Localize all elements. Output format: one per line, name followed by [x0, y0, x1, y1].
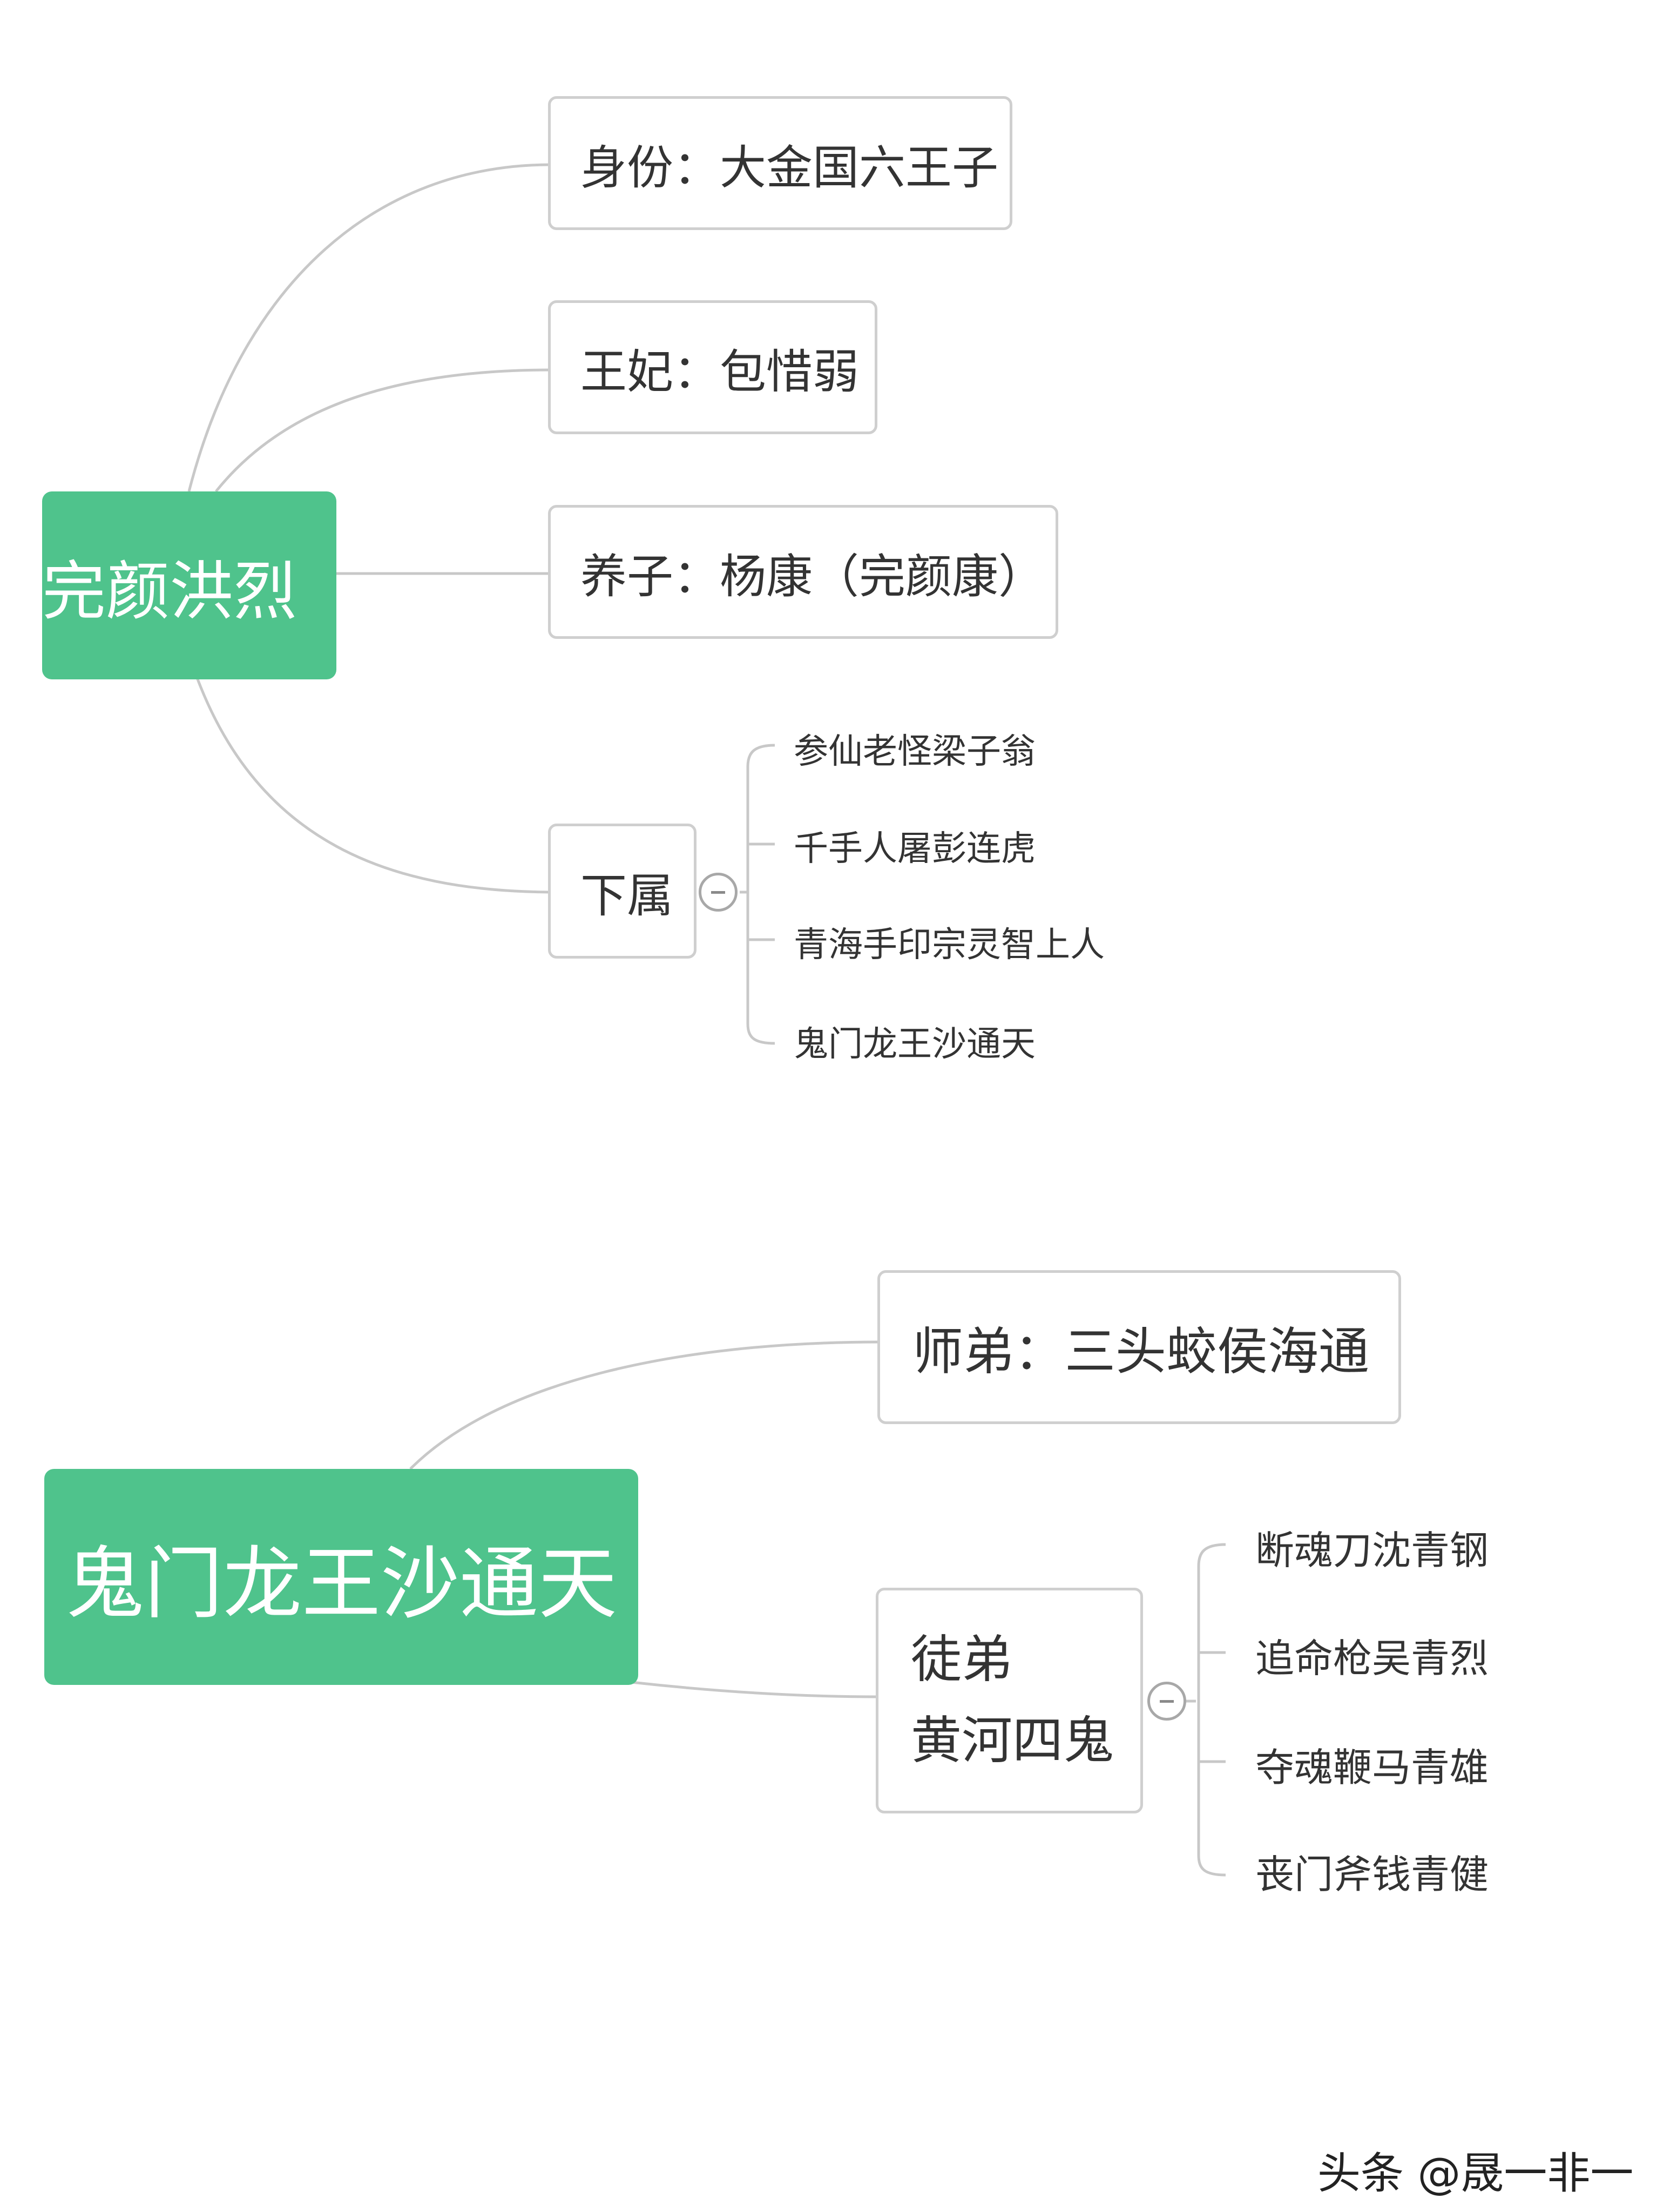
node-disciples[interactable]: 徒弟 黄河四鬼	[876, 1588, 1143, 1813]
bracket-subordinates	[740, 744, 775, 1045]
node-junior-brother[interactable]: 师弟：三头蛟侯海通	[877, 1270, 1401, 1424]
connector-root1-subordinates	[195, 677, 551, 894]
connector-root1-identity	[187, 163, 551, 492]
node-identity[interactable]: 身份：大金国六王子	[548, 96, 1012, 230]
node-subordinates[interactable]: 下属	[548, 824, 697, 959]
node-subordinates-label: 下属	[580, 868, 673, 923]
node-consort[interactable]: 王妃：包惜弱	[548, 300, 877, 434]
node-disciples-line1: 徒弟	[911, 1630, 1013, 1689]
connector-root2-disciples	[631, 1681, 880, 1698]
root-node-label: 完颜洪烈	[42, 554, 297, 629]
leaf-subordinate-4: 鬼门龙王沙通天	[794, 1024, 1036, 1064]
leaf-subordinate-3: 青海手印宗灵智上人	[794, 925, 1105, 965]
leaf-disciple-4: 丧门斧钱青健	[1255, 1852, 1489, 1897]
node-adopted-son[interactable]: 养子：杨康（完颜康）	[548, 505, 1058, 639]
node-consort-label: 王妃：包惜弱	[580, 345, 859, 399]
root-node-wanyan-honglie[interactable]: 完颜洪烈	[42, 491, 336, 679]
leaf-disciple-3: 夺魂鞭马青雄	[1255, 1745, 1489, 1790]
collapse-toggle-subordinates[interactable]	[699, 873, 738, 912]
leaf-disciple-1: 断魂刀沈青钢	[1255, 1528, 1489, 1573]
node-adopted-son-label: 养子：杨康（完颜康）	[580, 549, 1045, 604]
watermark-author: 头条 @晟一非一	[1317, 2148, 1634, 2198]
leaf-disciple-2: 追命枪吴青烈	[1255, 1636, 1489, 1681]
root-node-sha-tongtian[interactable]: 鬼门龙王沙通天	[44, 1469, 638, 1685]
collapse-toggle-disciples[interactable]	[1147, 1682, 1186, 1721]
root-node-label: 鬼门龙王沙通天	[65, 1537, 617, 1630]
connector-root1-consort	[215, 368, 551, 493]
node-disciples-line2: 黄河四鬼	[911, 1711, 1114, 1770]
node-identity-label: 身份：大金国六王子	[580, 140, 998, 195]
leaf-subordinate-2: 千手人屠彭连虎	[794, 829, 1036, 869]
connector-root2-junior	[409, 1340, 881, 1470]
leaf-subordinate-1: 参仙老怪梁子翁	[794, 732, 1036, 772]
node-junior-brother-label: 师弟：三头蛟侯海通	[912, 1322, 1370, 1381]
